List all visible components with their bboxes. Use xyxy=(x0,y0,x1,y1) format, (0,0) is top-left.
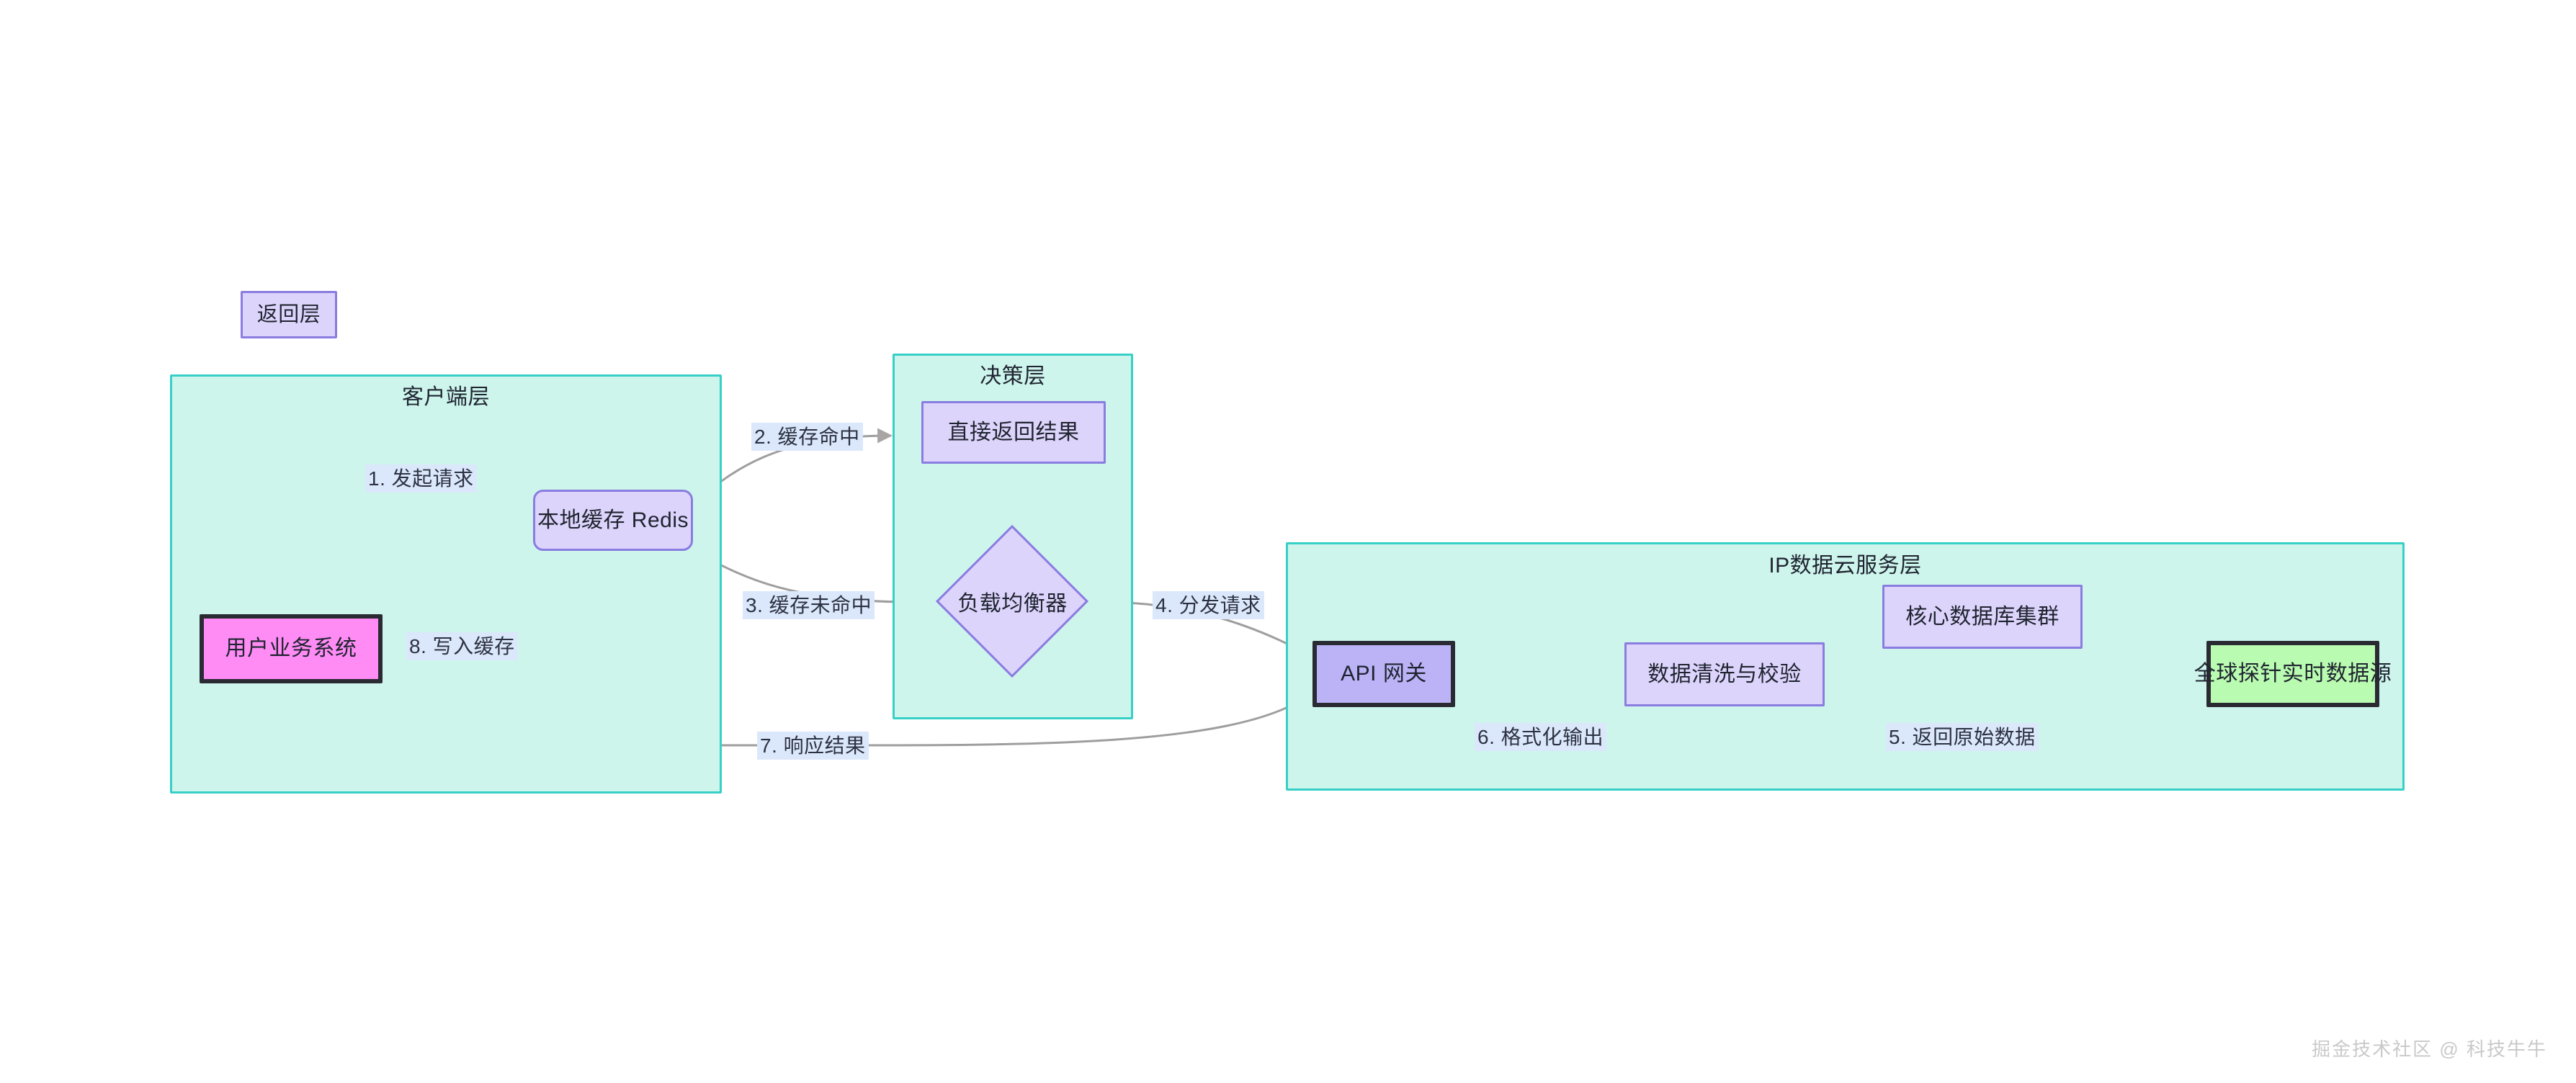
load-balancer-label: 负载均衡器 xyxy=(957,592,1068,616)
node-core-db[interactable]: 核心数据库集群 xyxy=(1882,585,2083,649)
cluster-client-layer xyxy=(170,374,722,794)
edge-label-1-request: 1. 发起请求 xyxy=(365,464,477,493)
node-redis-cache[interactable]: 本地缓存 Redis xyxy=(533,490,693,551)
edge-label-5-raw-data: 5. 返回原始数据 xyxy=(1886,723,2039,751)
watermark: 掘金技术社区 @ 科技牛牛 xyxy=(2312,1038,2547,1060)
node-data-clean[interactable]: 数据清洗与校验 xyxy=(1624,642,1825,706)
edge-label-8-write-cache: 8. 写入缓存 xyxy=(406,632,518,660)
edge-label-7-response: 7. 响应结果 xyxy=(757,732,869,760)
node-direct-return[interactable]: 直接返回结果 xyxy=(921,401,1106,464)
node-api-gateway[interactable]: API 网关 xyxy=(1312,641,1455,707)
cluster-decision-layer-title: 决策层 xyxy=(980,364,1046,388)
node-return-layer[interactable]: 返回层 xyxy=(241,291,337,338)
edge-label-4-dispatch: 4. 分发请求 xyxy=(1153,591,1264,619)
edge-label-2-cache-hit: 2. 缓存命中 xyxy=(751,423,863,451)
edge-label-6-format-output: 6. 格式化输出 xyxy=(1475,723,1607,751)
cluster-client-layer-title: 客户端层 xyxy=(402,385,490,409)
node-user-system[interactable]: 用户业务系统 xyxy=(200,614,383,683)
edge-label-3-cache-miss: 3. 缓存未命中 xyxy=(743,591,875,619)
node-global-probe[interactable]: 全球探针实时数据源 xyxy=(2194,641,2392,707)
node-load-balancer[interactable]: 负载均衡器 xyxy=(935,523,1089,679)
cluster-ip-cloud-layer-title: IP数据云服务层 xyxy=(1768,554,1922,578)
